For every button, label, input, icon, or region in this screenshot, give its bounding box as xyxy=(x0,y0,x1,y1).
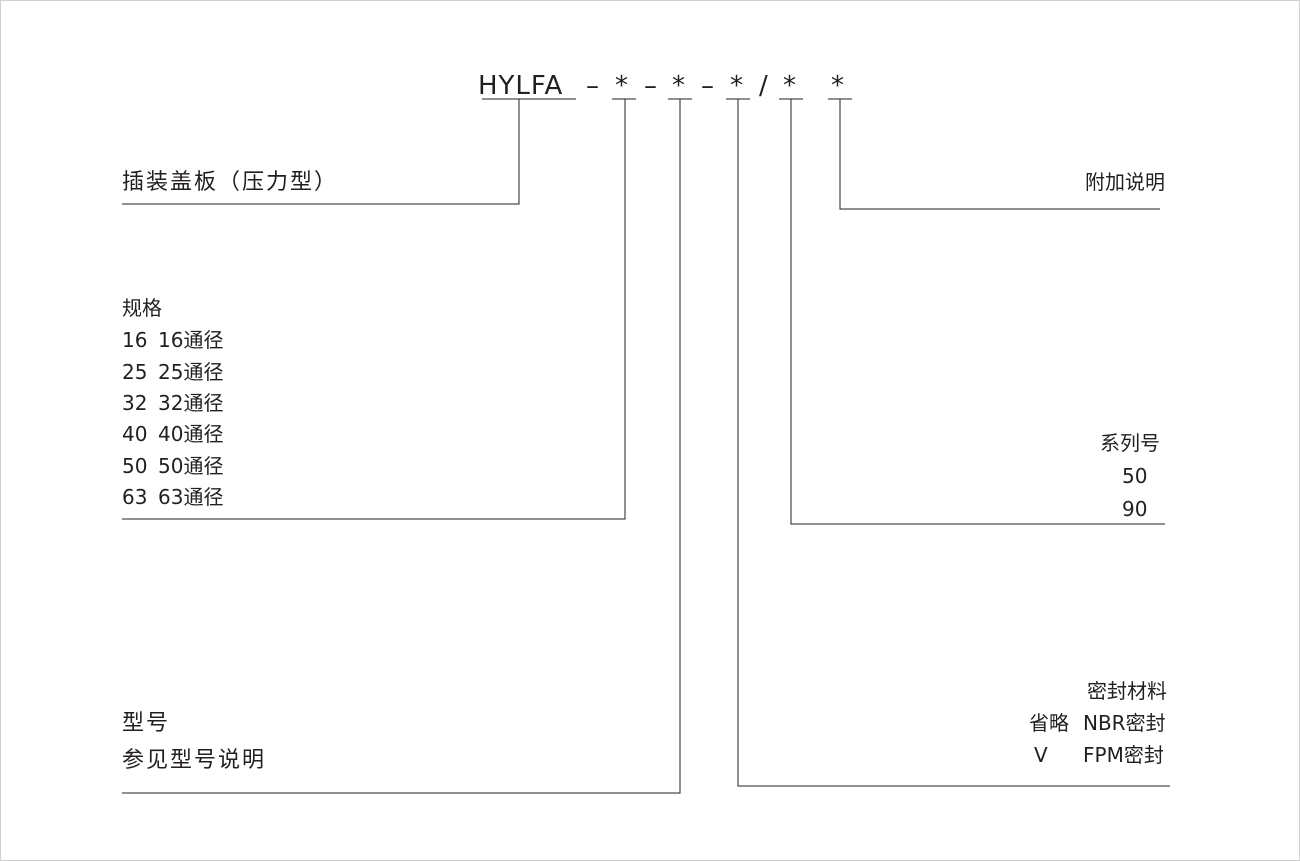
spec-title: 规格 xyxy=(122,296,162,320)
code-prefix: HYLFA xyxy=(478,71,564,101)
code-star-3: * xyxy=(730,71,744,101)
seal-code: 省略 xyxy=(1029,711,1069,735)
additional-title: 附加说明 xyxy=(1085,170,1165,194)
code-dash-3: – xyxy=(701,71,715,101)
spec-desc: 16通径 xyxy=(158,328,224,352)
leader-spec xyxy=(122,99,626,520)
spec-desc: 25通径 xyxy=(158,360,224,384)
seal-title: 密封材料 xyxy=(1087,679,1167,703)
code-slash: / xyxy=(759,71,769,101)
code-star-1: * xyxy=(615,71,629,101)
seal-desc: FPM密封 xyxy=(1083,743,1164,767)
model-title: 型号 xyxy=(122,711,171,736)
spec-code: 50 xyxy=(122,454,148,478)
code-star-4: * xyxy=(783,71,797,101)
spec-desc: 32通径 xyxy=(158,391,224,415)
seal-desc: NBR密封 xyxy=(1083,711,1166,735)
series-item: 90 xyxy=(1122,497,1148,521)
leader-seal xyxy=(737,99,1170,787)
spec-code: 32 xyxy=(122,391,148,415)
leader-series xyxy=(790,99,1165,525)
spec-desc: 40通径 xyxy=(158,422,224,446)
code-dash-1: – xyxy=(586,71,600,101)
spec-desc: 63通径 xyxy=(158,485,224,509)
seal-code: V xyxy=(1034,743,1048,767)
leader-additional xyxy=(839,99,1160,210)
spec-code: 40 xyxy=(122,422,148,446)
code-star-5: * xyxy=(831,71,845,101)
model-subtitle: 参见型号说明 xyxy=(122,748,267,773)
code-star-2: * xyxy=(672,71,686,101)
product-type-label: 插装盖板（压力型） xyxy=(122,170,339,195)
spec-code: 16 xyxy=(122,328,148,352)
spec-code: 25 xyxy=(122,360,148,384)
spec-code: 63 xyxy=(122,485,148,509)
leader-model xyxy=(122,99,681,794)
leader-product-type xyxy=(122,99,520,205)
spec-desc: 50通径 xyxy=(158,454,224,478)
series-item: 50 xyxy=(1122,464,1148,488)
code-dash-2: – xyxy=(644,71,658,101)
series-title: 系列号 xyxy=(1100,431,1160,455)
